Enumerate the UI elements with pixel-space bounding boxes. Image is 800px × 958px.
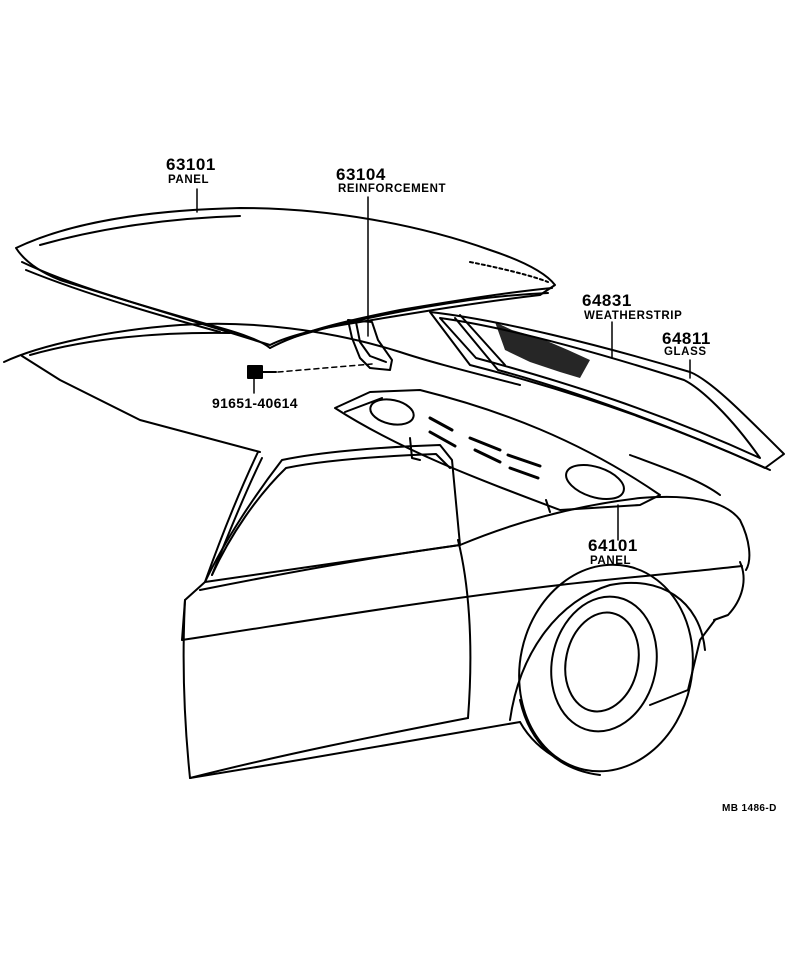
package-tray-panel-64101: [334, 389, 661, 513]
reinforcement-63104: [347, 319, 393, 371]
weatherstrip-64831: [454, 314, 771, 471]
car-body-outline: [3, 322, 751, 779]
defroster-grid: [495, 322, 590, 378]
rear-tire: [518, 563, 694, 773]
quarter-window: [204, 444, 461, 583]
part-name-63101: PANEL: [168, 174, 210, 186]
part-number-64831: 64831: [582, 291, 632, 310]
part-number-64811: 64811: [662, 329, 711, 348]
part-number-64101: 64101: [588, 536, 638, 555]
fastener-part-number: 91651-40614: [212, 395, 298, 411]
roof-panel-63101: [15, 207, 556, 349]
part-name-64101: PANEL: [590, 555, 632, 567]
back-glass-64811: [429, 311, 785, 469]
diagram-reference: MB 1486-D: [722, 803, 777, 814]
part-name-64831: WEATHERSTRIP: [584, 310, 683, 322]
speaker-hole-left: [369, 398, 415, 426]
leader-lines: [196, 188, 691, 541]
bolt-91651-40614: [247, 363, 373, 379]
part-name-63104: REINFORCEMENT: [338, 183, 447, 195]
part-name-64811: GLASS: [664, 346, 707, 358]
part-number-63104: 63104: [336, 165, 386, 184]
wheel-hub: [564, 611, 640, 713]
wheel-arch: [509, 581, 706, 721]
part-number-63101: 63101: [166, 155, 216, 174]
speaker-hole-right: [565, 463, 625, 501]
